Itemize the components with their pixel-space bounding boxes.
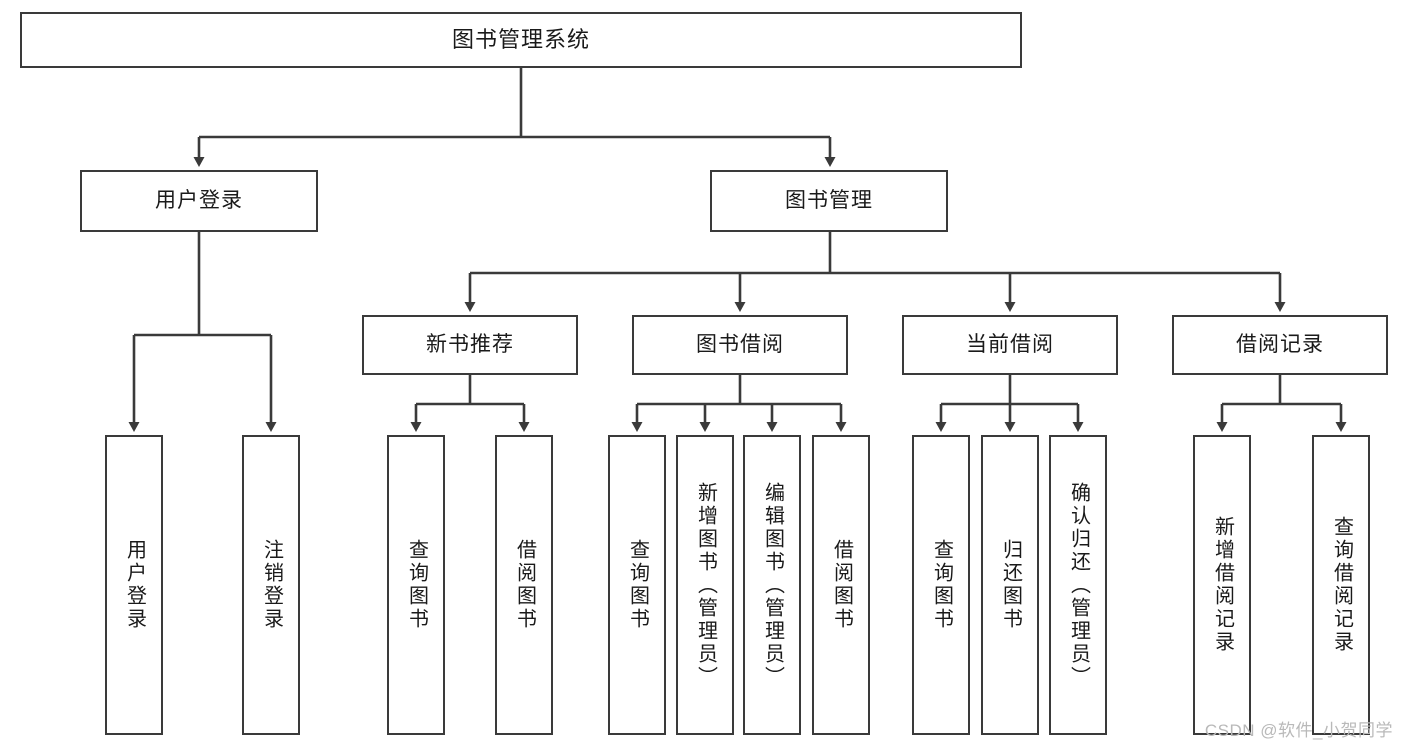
node-root-system-label: 图书管理系统 <box>451 26 590 52</box>
leaf-user-login-signin-label: 用户登录 <box>123 539 146 631</box>
leaf-borrow-record-add-label: 新增借阅记录 <box>1211 516 1234 654</box>
leaf-user-login-signout-label: 注销登录 <box>260 539 283 631</box>
leaf-new-book-query-label: 查询图书 <box>405 539 428 631</box>
leaf-current-borrow-query-label: 查询图书 <box>930 539 953 631</box>
leaf-book-borrow-query-label: 查询图书 <box>626 539 649 631</box>
node-root-system[interactable]: 图书管理系统 <box>20 12 1022 68</box>
leaf-book-borrow-query[interactable]: 查询图书 <box>608 435 666 735</box>
leaf-book-borrow-add-label: 新增图书（管理员） <box>694 481 717 689</box>
leaf-current-borrow-return-label: 归还图书 <box>999 539 1022 631</box>
node-book-manage[interactable]: 图书管理 <box>710 170 948 232</box>
node-book-manage-label: 图书管理 <box>785 189 873 213</box>
node-current-borrow[interactable]: 当前借阅 <box>902 315 1118 375</box>
leaf-book-borrow-edit[interactable]: 编辑图书（管理员） <box>743 435 801 735</box>
leaf-borrow-record-query[interactable]: 查询借阅记录 <box>1312 435 1370 735</box>
leaf-new-book-borrow[interactable]: 借阅图书 <box>495 435 553 735</box>
node-book-borrow-label: 图书借阅 <box>696 333 784 357</box>
watermark-text: CSDN @软件_小贺同学 <box>1204 721 1393 740</box>
leaf-new-book-query[interactable]: 查询图书 <box>387 435 445 735</box>
leaf-book-borrow-lend-label: 借阅图书 <box>830 539 853 631</box>
node-borrow-record-label: 借阅记录 <box>1236 333 1324 357</box>
node-user-login[interactable]: 用户登录 <box>80 170 318 232</box>
leaf-current-borrow-confirm[interactable]: 确认归还（管理员） <box>1049 435 1107 735</box>
leaf-user-login-signout[interactable]: 注销登录 <box>242 435 300 735</box>
leaf-book-borrow-lend[interactable]: 借阅图书 <box>812 435 870 735</box>
leaf-user-login-signin[interactable]: 用户登录 <box>105 435 163 735</box>
node-current-borrow-label: 当前借阅 <box>966 333 1054 357</box>
leaf-book-borrow-edit-label: 编辑图书（管理员） <box>761 481 784 689</box>
node-book-borrow[interactable]: 图书借阅 <box>632 315 848 375</box>
node-user-login-label: 用户登录 <box>155 189 243 213</box>
node-new-book-recommend[interactable]: 新书推荐 <box>362 315 578 375</box>
leaf-borrow-record-query-label: 查询借阅记录 <box>1330 516 1353 654</box>
leaf-current-borrow-query[interactable]: 查询图书 <box>912 435 970 735</box>
leaf-borrow-record-add[interactable]: 新增借阅记录 <box>1193 435 1251 735</box>
leaf-new-book-borrow-label: 借阅图书 <box>513 539 536 631</box>
leaf-current-borrow-confirm-label: 确认归还（管理员） <box>1067 481 1090 689</box>
leaf-book-borrow-add[interactable]: 新增图书（管理员） <box>676 435 734 735</box>
leaf-current-borrow-return[interactable]: 归还图书 <box>981 435 1039 735</box>
node-new-book-recommend-label: 新书推荐 <box>426 333 514 357</box>
node-borrow-record[interactable]: 借阅记录 <box>1172 315 1388 375</box>
